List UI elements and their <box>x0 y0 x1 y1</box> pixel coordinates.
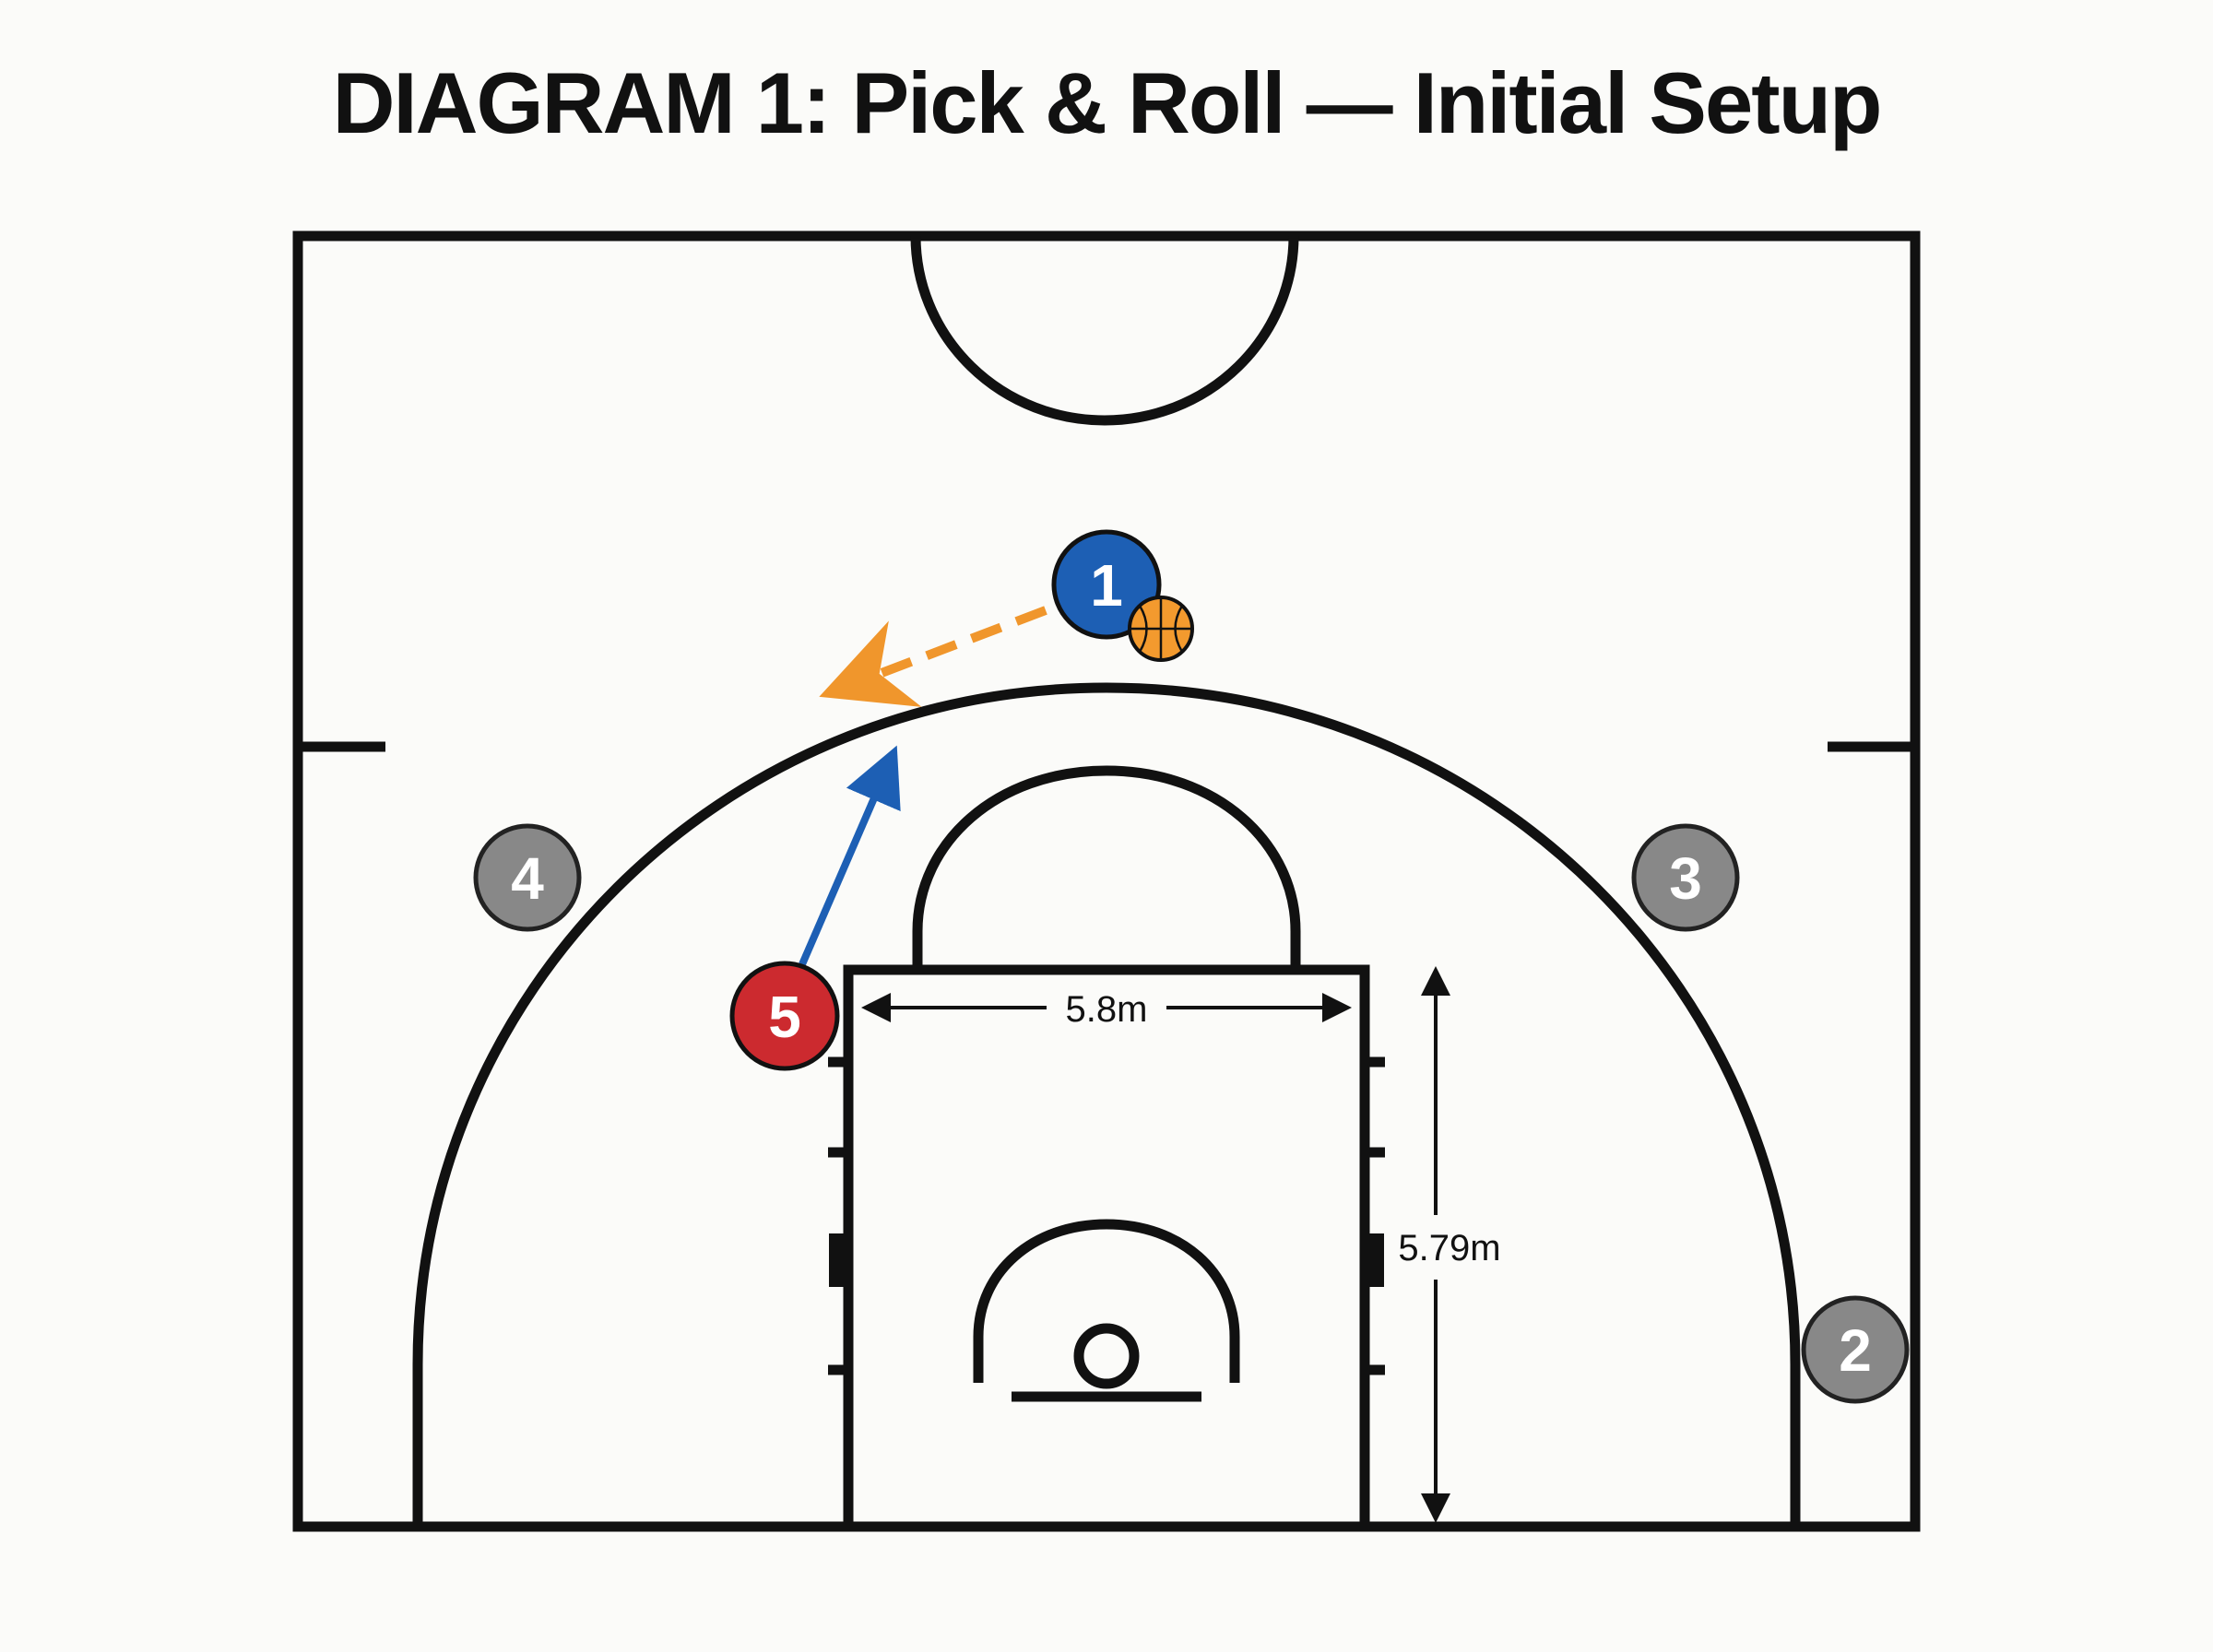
player-5-marker: 5 <box>729 961 840 1071</box>
player-1-number: 1 <box>1090 552 1123 619</box>
center-circle <box>910 235 1299 426</box>
player-4-number: 4 <box>511 845 544 912</box>
player-3-number: 3 <box>1669 845 1702 912</box>
three-point-line <box>412 682 1801 1527</box>
player-2-number: 2 <box>1839 1317 1872 1384</box>
lane-length-label: 5.79m <box>1398 1228 1500 1268</box>
lane-width-dimension: 5.8m <box>861 989 1352 1030</box>
basket-rim <box>1073 1323 1140 1389</box>
player-5-number: 5 <box>768 984 801 1050</box>
lane-hash-marks <box>828 1056 1385 1375</box>
restricted-area-arc <box>973 1219 1240 1383</box>
player-2-marker: 2 <box>1801 1295 1910 1404</box>
dribble-path-arrow <box>819 606 1047 707</box>
basketball-icon <box>1128 596 1194 662</box>
player-1-marker: 1 <box>1051 529 1162 640</box>
lane-width-label: 5.8m <box>1066 989 1148 1030</box>
player-3-marker: 3 <box>1631 823 1740 932</box>
player-4-marker: 4 <box>473 823 582 932</box>
lane-length-dimension: 5.79m <box>1398 966 1501 1523</box>
screen-cut-arrow <box>799 745 901 966</box>
key-lane <box>843 964 1370 1532</box>
free-throw-circle <box>912 765 1301 970</box>
diagram-title: DIAGRAM 1: Pick & Roll — Initial Setup <box>332 54 1883 151</box>
